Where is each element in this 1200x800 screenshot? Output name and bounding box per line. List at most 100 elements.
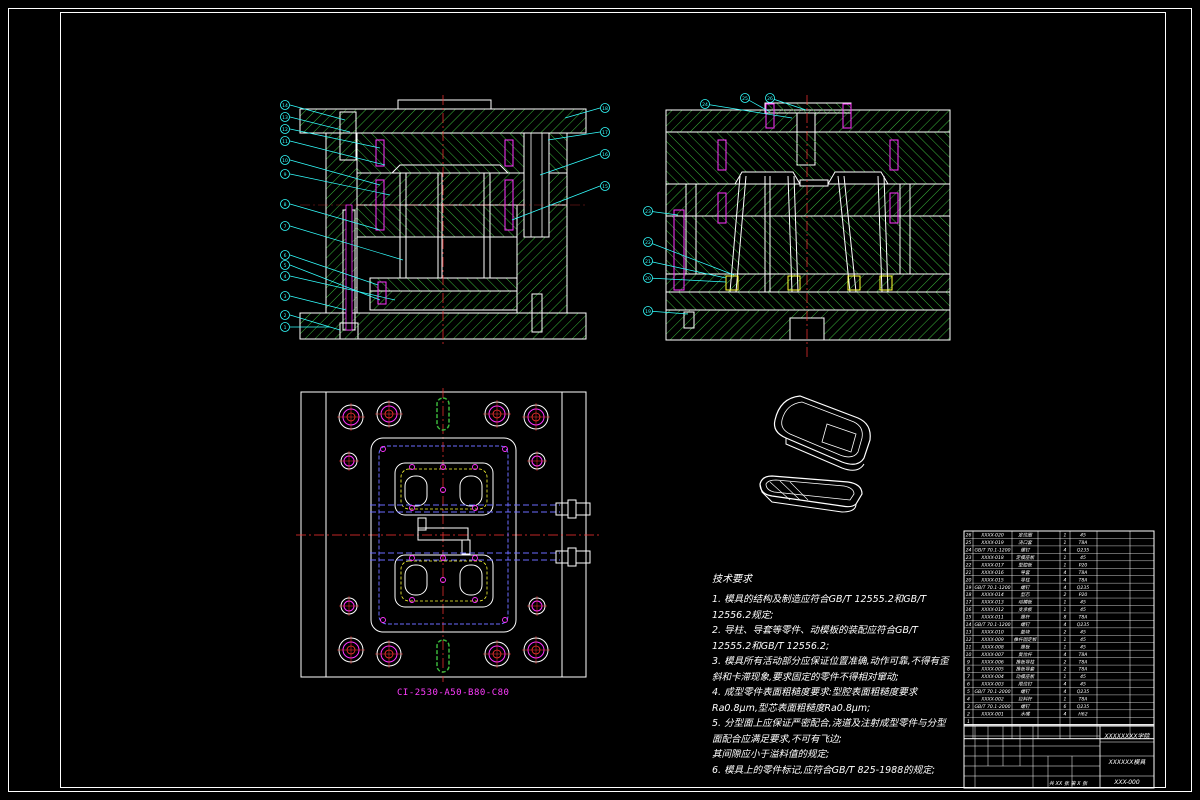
svg-text:23: 23 xyxy=(645,209,651,215)
svg-text:19: 19 xyxy=(645,309,651,315)
front-section-view xyxy=(299,95,587,345)
ejector-pin-hole xyxy=(502,446,508,452)
svg-text:螺钉: 螺钉 xyxy=(1020,622,1031,628)
callout-bubble: 1 xyxy=(280,322,330,332)
callout-bubble: 23 xyxy=(643,206,679,216)
ejector-pin-hole xyxy=(472,464,478,470)
ejector-pin-hole xyxy=(502,617,508,623)
svg-text:GB/T 70.1-2000: GB/T 70.1-2000 xyxy=(974,689,1010,695)
svg-text:T8A: T8A xyxy=(1079,570,1088,576)
outer-frame xyxy=(8,8,1192,792)
svg-text:GB/T 70.1-1200: GB/T 70.1-1200 xyxy=(974,622,1010,628)
svg-text:6: 6 xyxy=(1064,704,1067,710)
svg-text:型芯: 型芯 xyxy=(1020,592,1031,598)
svg-text:2: 2 xyxy=(1064,629,1067,635)
ejector-pin-hole xyxy=(409,464,415,470)
svg-text:4: 4 xyxy=(1064,577,1067,583)
svg-text:4: 4 xyxy=(1064,689,1067,695)
svg-text:XXXX-015: XXXX-015 xyxy=(980,577,1004,583)
title-drawing-name: XXXXXX模具 xyxy=(1108,758,1147,766)
svg-text:动模板: 动模板 xyxy=(1018,600,1033,606)
title-company: XXXXXXXX学院 xyxy=(1104,732,1151,740)
side-section-view xyxy=(665,95,951,360)
svg-text:45: 45 xyxy=(1080,607,1086,613)
svg-text:45: 45 xyxy=(1080,555,1086,561)
svg-text:XXXX-005: XXXX-005 xyxy=(980,667,1004,673)
svg-text:16: 16 xyxy=(966,607,972,613)
mold-code-label: CI-2530-A50-B80-C80 xyxy=(397,688,510,698)
technical-notes-list: 1. 模具的结构及制造应符合GB/T 12555.2和GB/T 12556.2规… xyxy=(712,592,952,778)
svg-text:螺钉: 螺钉 xyxy=(1020,585,1031,591)
svg-text:定模座板: 定模座板 xyxy=(1016,555,1036,561)
svg-text:6: 6 xyxy=(284,253,287,259)
callout-bubble: 5 xyxy=(280,260,381,301)
svg-text:45: 45 xyxy=(1080,629,1086,635)
callout-bubble: 15 xyxy=(511,181,610,221)
part-isometric-bottom xyxy=(759,475,863,513)
technical-note-item: 3. 模具所有活动部分应保证位置准确,动作可靠,不得有歪斜和卡滞现象,要求固定的… xyxy=(712,656,949,683)
callout-bubble: 4 xyxy=(280,271,396,301)
svg-text:XXXX-009: XXXX-009 xyxy=(980,637,1004,643)
svg-text:1: 1 xyxy=(1064,644,1067,650)
svg-text:XXXX-016: XXXX-016 xyxy=(980,570,1004,576)
callout-bubble: 17 xyxy=(547,127,610,141)
svg-text:GB/T 70.1-1200: GB/T 70.1-1200 xyxy=(974,585,1010,591)
svg-text:15: 15 xyxy=(966,615,972,621)
svg-text:1: 1 xyxy=(1064,607,1067,613)
svg-text:45: 45 xyxy=(1080,600,1086,606)
svg-text:XXXX-011: XXXX-011 xyxy=(980,615,1004,621)
svg-text:6: 6 xyxy=(967,682,970,688)
svg-text:17: 17 xyxy=(966,600,972,606)
svg-text:18: 18 xyxy=(602,106,608,112)
svg-text:15: 15 xyxy=(602,184,608,190)
svg-text:1: 1 xyxy=(967,719,970,725)
svg-text:Q235: Q235 xyxy=(1077,585,1089,591)
svg-text:45: 45 xyxy=(1080,644,1086,650)
svg-text:XXXX-001: XXXX-001 xyxy=(980,711,1004,717)
inner-frame xyxy=(60,12,1166,788)
svg-text:4: 4 xyxy=(967,697,970,703)
technical-note-item: 6. 模具上的零件标记,应符合GB/T 825-1988的规定; xyxy=(712,764,935,776)
svg-text:限位钉: 限位钉 xyxy=(1018,682,1033,688)
svg-text:Q235: Q235 xyxy=(1077,689,1089,695)
svg-text:11: 11 xyxy=(282,139,288,145)
svg-text:动模座板: 动模座板 xyxy=(1016,674,1036,680)
svg-text:GB/T 70.1-1200: GB/T 70.1-1200 xyxy=(974,548,1010,554)
svg-text:3: 3 xyxy=(967,704,970,710)
svg-text:定位圈: 定位圈 xyxy=(1018,533,1033,539)
svg-text:T8A: T8A xyxy=(1079,667,1088,673)
svg-text:14: 14 xyxy=(966,622,972,628)
svg-text:T8A: T8A xyxy=(1079,652,1088,658)
callout-bubble: 10 xyxy=(280,155,381,186)
svg-text:4: 4 xyxy=(1064,622,1067,628)
callout-bubble: 20 xyxy=(643,273,727,283)
svg-text:4: 4 xyxy=(1064,570,1067,576)
svg-text:4: 4 xyxy=(1064,711,1067,717)
svg-text:2: 2 xyxy=(1064,592,1067,598)
technical-note-item: 2. 导柱、导套等零件、动模板的装配应符合GB/T 12555.2和GB/T 1… xyxy=(712,625,918,652)
title-drawing-no: XXX-000 xyxy=(1113,779,1140,786)
callout-bubble: 22 xyxy=(643,237,735,276)
svg-text:14: 14 xyxy=(282,103,288,109)
svg-text:45: 45 xyxy=(1080,533,1086,539)
svg-text:推杆固定板: 推杆固定板 xyxy=(1014,637,1038,643)
svg-text:4: 4 xyxy=(1064,682,1067,688)
svg-text:T8A: T8A xyxy=(1079,615,1088,621)
svg-text:45: 45 xyxy=(1080,682,1086,688)
ejector-pin-hole xyxy=(472,555,478,561)
svg-text:XXXX-002: XXXX-002 xyxy=(980,697,1004,703)
bolt-hole xyxy=(522,636,550,664)
svg-text:13: 13 xyxy=(966,629,972,635)
bolt-hole xyxy=(483,400,511,428)
